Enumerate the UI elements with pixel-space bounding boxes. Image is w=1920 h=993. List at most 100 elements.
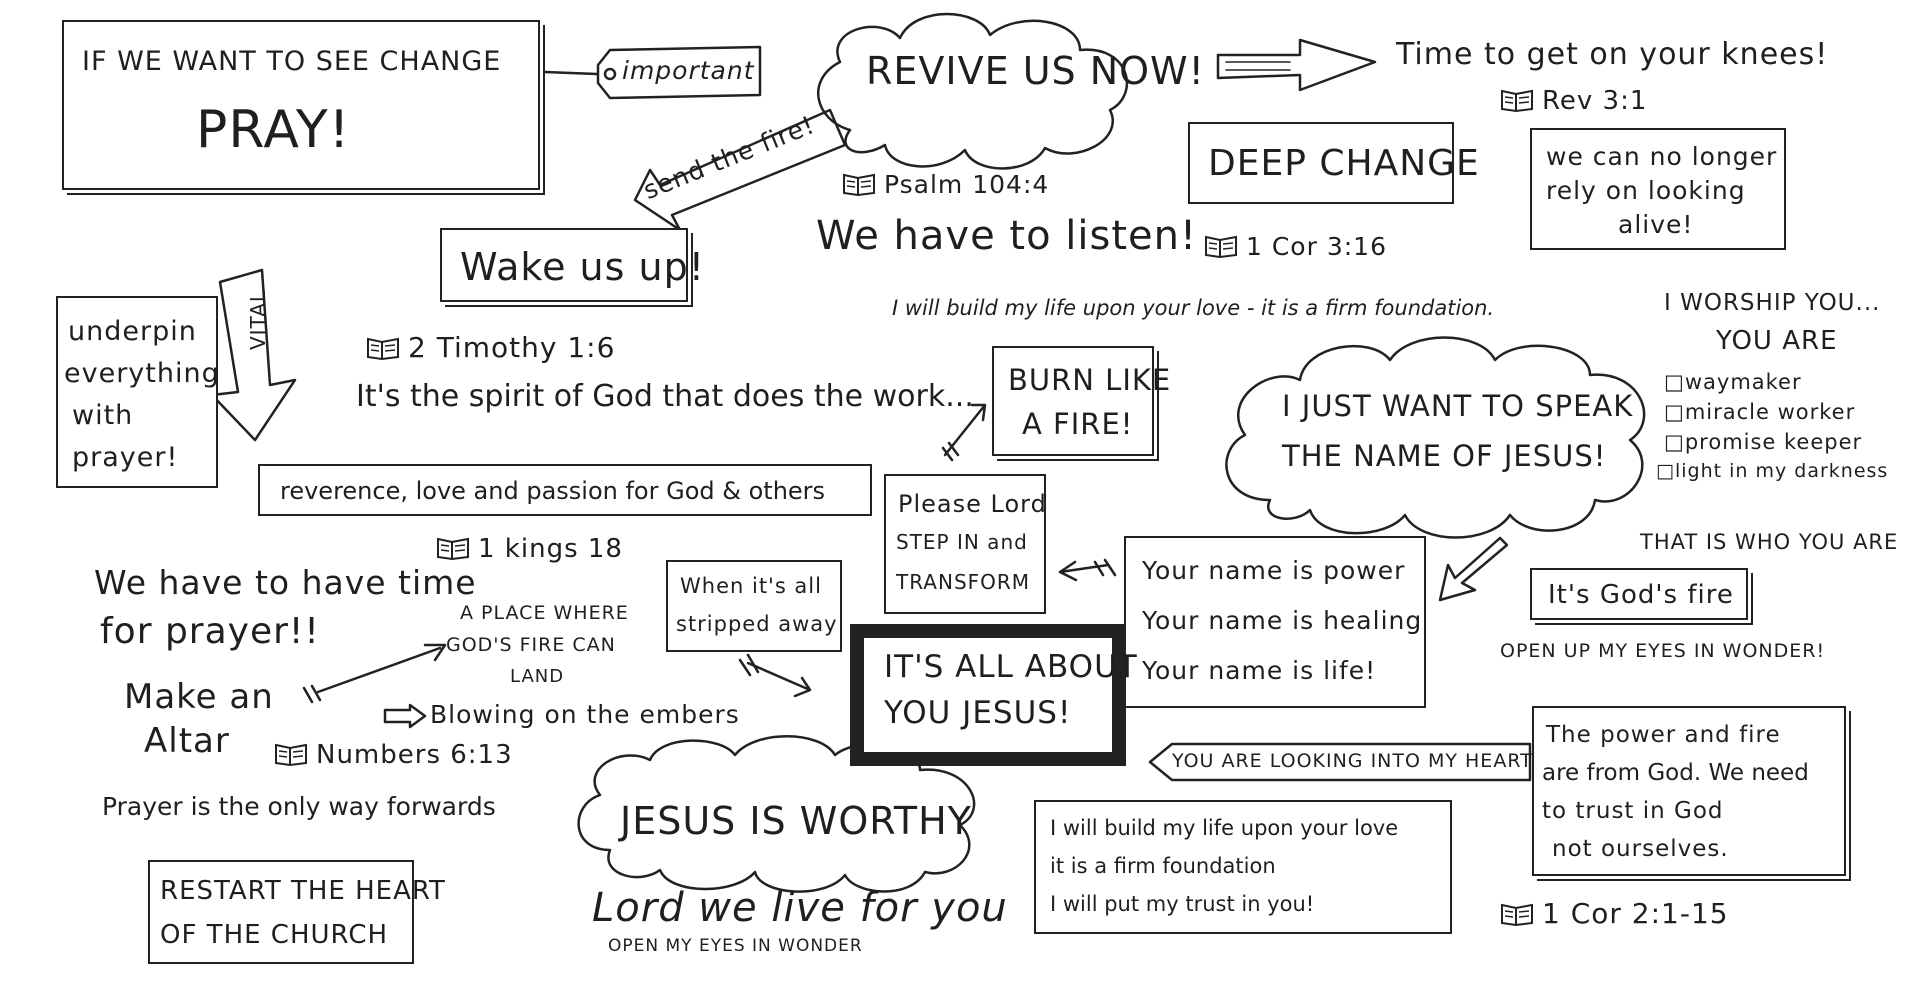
your-name-line3: Your name is life! [1142,656,1377,685]
bullet-icon: □ [1656,460,1675,482]
underpin-box: underpin everything with prayer! [56,296,220,488]
open-book-icon [275,743,307,766]
numbers-ref: Numbers 6:13 [274,742,513,768]
speak-line1: I JUST WANT TO SPEAK [1282,389,1634,423]
worship-line1: I WORSHIP YOU... [1664,290,1881,316]
your-name-box: Your name is power Your name is healing … [1124,536,1426,708]
stripped-line2: stripped away [676,612,838,636]
important-tag-label: important [622,56,755,85]
only-way-text: Prayer is the only way forwards [102,792,496,821]
gods-fire-box: It's God's fire [1530,568,1748,620]
build-life-box: I will build my life upon your love it i… [1034,800,1452,934]
kings-ref-label: 1 kings 18 [478,534,623,564]
restart-line1: RESTART THE HEART [160,876,446,906]
power-fire-line4: not ourselves. [1552,836,1729,862]
reverence-box: reverence, love and passion for God & ot… [258,464,872,516]
cor215-ref: 1 Cor 2:1-15 [1500,900,1729,928]
underpin-line1: underpin [68,316,197,347]
worship-item-waymaker: □waymaker [1664,370,1802,394]
vital-text: VITAL [246,289,270,350]
send-fire-text: send the fire! [639,109,819,206]
make-altar-line1: Make an [124,677,274,717]
pray-box: IF WE WANT TO SEE CHANGE PRAY! [62,20,540,190]
numbers-ref-label: Numbers 6:13 [316,740,513,770]
burn-box: BURN LIKE A FIRE! [992,346,1170,456]
make-altar-line2: Altar [144,721,230,761]
revive-text: REVIVE US NOW! [866,49,1205,93]
who-you-are-text: THAT IS WHO YOU ARE [1640,530,1899,554]
listen-text: We have to listen! [816,213,1198,259]
please-lord-line2: STEP IN and [896,530,1028,554]
all-about-line2: YOU JESUS! [884,695,1072,731]
time-prayer-line1: We have to have time [94,563,477,602]
cor215-ref-label: 1 Cor 2:1-15 [1542,897,1729,930]
gods-fire-text: It's God's fire [1548,580,1734,610]
underpin-line3: with [72,400,134,431]
looking-heart-text: YOU ARE LOOKING INTO MY HEART [1172,750,1533,772]
open-book-icon [843,173,875,196]
restart-box: RESTART THE HEART OF THE CHURCH [148,860,445,964]
cor316-ref-label: 1 Cor 3:16 [1246,232,1387,261]
bullet-icon: □ [1664,370,1685,394]
wake-up-text: Wake us up! [460,245,705,289]
reverence-text: reverence, love and passion for God & ot… [280,477,826,505]
no-longer-line2: rely on looking [1546,176,1746,205]
all-about-line1: IT'S ALL ABOUT [884,649,1138,685]
power-fire-line1: The power and fire [1546,722,1781,748]
open-book-icon [1501,903,1533,926]
place-fire-line1: A PLACE WHERE [460,602,629,624]
kings-ref: 1 kings 18 [436,536,623,562]
time-prayer-line2: for prayer!! [100,611,320,652]
cor316-ref: 1 Cor 3:16 [1204,234,1387,259]
bullet-icon: □ [1664,400,1685,424]
build-life-top: I will build my life upon your love - it… [892,296,1495,320]
psalm-ref: Psalm 104:4 [842,172,1049,197]
please-lord-box: Please Lord STEP IN and TRANSFORM [884,474,1046,614]
open-eyes-bottom: OPEN MY EYES IN WONDER [608,936,863,956]
worship-line2: YOU ARE [1716,326,1838,356]
open-eyes-right: OPEN UP MY EYES IN WONDER! [1500,640,1826,662]
deep-change-box: DEEP CHANGE [1188,122,1479,204]
underpin-line2: everything [64,358,220,389]
no-longer-line3: alive! [1618,210,1694,239]
open-book-icon [1205,235,1237,258]
stripped-box: When it's all stripped away [666,560,842,652]
build-life-line2: it is a firm foundation [1050,854,1276,878]
cloud-speak [1225,336,1646,539]
open-book-icon [367,337,399,360]
spirit-text: It's the spirit of God that does the wor… [356,379,974,414]
stripped-line1: When it's all [680,574,822,598]
worship-list: □waymaker □miracle worker □promise keepe… [1656,370,1896,492]
place-fire-line2: GOD'S FIRE CAN [446,634,616,656]
power-fire-box: The power and fire are from God. We need… [1532,706,1846,876]
worship-item-promise: □promise keeper [1664,430,1863,454]
knees-text: Time to get on your knees! [1396,37,1829,72]
live-for-you-text: Lord we live for you [592,885,1008,931]
rev-ref-label: Rev 3:1 [1542,86,1648,116]
psalm-ref-label: Psalm 104:4 [884,170,1050,199]
no-longer-line1: we can no longer [1546,142,1778,171]
underpin-line4: prayer! [72,442,179,473]
place-fire-line3: LAND [510,666,565,687]
pray-line1: IF WE WANT TO SEE CHANGE [82,46,502,77]
arrow-right-icon [1216,38,1377,92]
burn-line2: A FIRE! [1022,407,1134,441]
open-book-icon [1501,89,1533,112]
deep-change-text: DEEP CHANGE [1208,143,1480,184]
bullet-icon: □ [1664,430,1685,454]
timothy-ref: 2 Timothy 1:6 [366,334,615,362]
embers-text: Blowing on the embers [430,700,740,729]
power-fire-line2: are from God. We need [1542,760,1809,786]
no-longer-box: we can no longer rely on looking alive! [1530,128,1786,250]
restart-line2: OF THE CHURCH [160,920,389,950]
pray-line2: PRAY! [196,100,351,160]
all-about-box: IT'S ALL ABOUT YOU JESUS! [862,636,1137,754]
wake-up-box: Wake us up! [440,228,704,302]
worship-item-miracle: □miracle worker [1664,400,1856,424]
open-book-icon [437,537,469,560]
burn-line1: BURN LIKE [1008,363,1172,397]
worship-item-light: □light in my darkness [1656,460,1889,482]
please-lord-line3: TRANSFORM [896,570,1031,594]
rev-ref: Rev 3:1 [1500,88,1647,114]
your-name-line2: Your name is healing [1142,606,1423,635]
